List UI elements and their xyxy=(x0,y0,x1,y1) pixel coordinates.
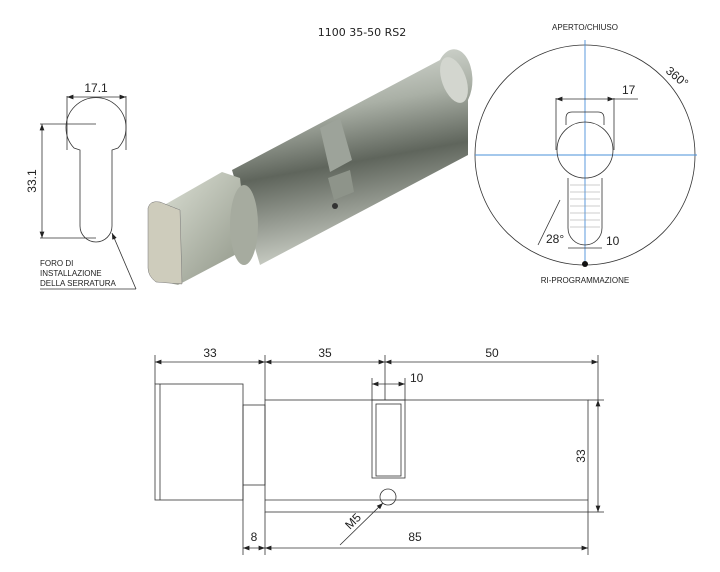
angle-28-label: 28° xyxy=(546,232,564,246)
knob-length-label: 33 xyxy=(203,346,217,360)
cam-width-label: 10 xyxy=(410,371,424,385)
profile-height-label: 33.1 xyxy=(25,169,39,193)
bottom-label: RI-PROGRAMMAZIONE xyxy=(541,276,629,285)
cam-band xyxy=(320,118,352,172)
profile-outline xyxy=(65,97,127,243)
top-label: APERTO/CHIUSO xyxy=(552,23,618,32)
side-view: 33 35 50 10 M5 33 8 85 xyxy=(154,346,604,555)
angle-leader xyxy=(537,199,561,246)
body-outline xyxy=(264,399,589,513)
profile-top xyxy=(565,111,605,125)
drawing-title: 1100 35-50 RS2 xyxy=(318,26,407,39)
width-17-label: 17 xyxy=(622,83,636,97)
knob-grip-face xyxy=(147,201,183,285)
neck-outline xyxy=(242,404,266,486)
cam-ribs xyxy=(570,184,600,228)
note-line-3: DELLA SERRATURA xyxy=(40,279,117,288)
total-length-label: 85 xyxy=(408,530,422,544)
note-leader xyxy=(111,232,137,290)
cylinder-end-face xyxy=(440,57,468,103)
cam-outline xyxy=(567,178,603,246)
cylinder-body xyxy=(232,49,473,266)
note-line-2: INSTALLAZIONE xyxy=(40,269,102,278)
left-body-label: 35 xyxy=(318,346,332,360)
cam-slot xyxy=(371,399,406,479)
cam-slot-inner xyxy=(375,403,402,477)
screw-hole xyxy=(332,203,338,209)
profile-width-label: 17.1 xyxy=(84,81,108,95)
height-label: 33 xyxy=(574,449,588,463)
right-body-label: 50 xyxy=(485,346,499,360)
reprogramming-point xyxy=(582,261,588,267)
knob-collar xyxy=(230,185,258,265)
note-line-1: FORO DI xyxy=(40,259,73,268)
screw-hole xyxy=(379,488,397,506)
cylinder-face xyxy=(556,121,614,179)
screw-label: M5 xyxy=(342,510,364,532)
screw-leader xyxy=(339,502,384,546)
profile-view: 17.1 33.1 FORO DI INSTALLAZIONE DELLA SE… xyxy=(25,81,137,290)
angle-label: 360° xyxy=(663,64,691,91)
cam-10-label: 10 xyxy=(606,234,620,248)
cylinder-render xyxy=(147,49,473,285)
cam xyxy=(328,170,354,200)
neck-label: 8 xyxy=(251,530,258,544)
knob-outline xyxy=(154,383,244,501)
rotation-view: APERTO/CHIUSO RI-PROGRAMMAZIONE 360° 17 … xyxy=(474,23,697,285)
